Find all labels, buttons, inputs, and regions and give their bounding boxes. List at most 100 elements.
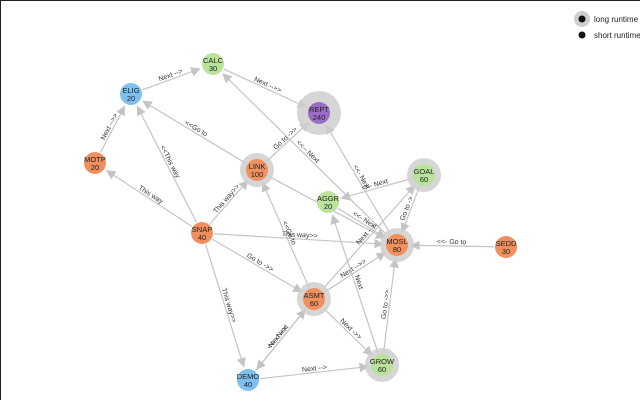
legend-short-runtime-dot [578, 31, 586, 39]
node-value: 100 [251, 170, 264, 179]
node-value: 30 [502, 247, 510, 256]
edge-line [136, 105, 198, 223]
edge-line [322, 306, 373, 356]
node-value: 60 [310, 299, 318, 308]
edge-line [105, 170, 193, 227]
node-name: ELIG [122, 86, 139, 95]
node-circle [495, 236, 517, 258]
edge-label: Go to ->> [381, 289, 392, 319]
edge-demo-grow: Next --> [259, 362, 370, 380]
edge-label: <<-- Next [295, 139, 321, 164]
node-circle [246, 159, 268, 181]
edge-label: Next -->> [253, 76, 282, 95]
edge-asmt-grow: Next ->> [322, 306, 373, 356]
edge-line [259, 362, 370, 380]
edge-snap-mosl: This way>> [213, 231, 384, 249]
edge-line [222, 73, 389, 238]
edge-sedd-mosl: <<- Go to [410, 239, 495, 251]
node-circle [191, 222, 213, 244]
edge-line [400, 185, 421, 233]
node-value: 40 [244, 380, 252, 389]
node-value: 20 [324, 202, 332, 211]
node-value: 20 [91, 163, 99, 172]
edge-goal-mosl: Go to -> [399, 185, 421, 233]
edge-line [205, 244, 246, 368]
edge-line [100, 105, 126, 153]
node-circle [303, 288, 325, 310]
node-name: GOAL [414, 167, 435, 176]
edge-label: Next ->> [338, 318, 362, 342]
edge-line [382, 257, 399, 354]
edge-label: <<Go to [183, 119, 208, 138]
node-circle [386, 234, 408, 256]
node-name: MOTP [84, 155, 106, 164]
node-circle [84, 152, 106, 174]
legend-long-runtime-label: long runtime [594, 15, 639, 24]
edge-line [325, 124, 392, 235]
edge-calc-rept: Next -->> [223, 68, 308, 108]
edge-line [337, 207, 386, 239]
node-name: SNAP [192, 225, 212, 234]
edge-line [410, 240, 495, 251]
edge-label: Next --> [158, 68, 184, 83]
node-circle [371, 354, 393, 376]
edge-link-elig: <<Go to [142, 100, 248, 165]
node-value: 60 [378, 365, 386, 374]
edge-snap-motp: This way [105, 170, 193, 227]
edge-label: This way>> [212, 183, 241, 215]
node-value: 20 [127, 94, 135, 103]
edge-line [330, 214, 379, 354]
edge-label: Go to ->> [245, 252, 274, 273]
node-circle [413, 164, 435, 186]
edge-demo-asmt: Next --> [255, 309, 306, 372]
edge-line [142, 100, 248, 165]
edge-snap-asmt: Go to ->> [212, 238, 303, 293]
edge-line [261, 181, 310, 289]
node-name: SEDD [496, 239, 517, 248]
node-name: MOSL [386, 237, 407, 246]
node-value: 80 [393, 245, 401, 254]
edge-line [255, 309, 306, 372]
edge-elig-calc: Next --> [142, 67, 201, 91]
edge-snap-demo: This way>> [205, 244, 246, 368]
edge-line [340, 177, 413, 201]
node-circle [308, 102, 330, 124]
edge-asmt-mosl: Next -->> [323, 252, 387, 293]
node-name: REPT [309, 105, 329, 114]
edge-label: Next -->> [100, 112, 120, 141]
edges-layer: Next -->Next -->>Next -->><<This wayThis… [100, 67, 495, 380]
edge-grow-aggr: Next [330, 214, 379, 354]
legend-short-runtime-label: short runtime [594, 31, 640, 40]
edge-line [223, 68, 308, 108]
node-circle [202, 53, 224, 75]
edge-goal-aggr: <<- Next [340, 177, 413, 201]
edge-label: Next [353, 274, 364, 290]
node-name: CALC [203, 56, 224, 65]
edge-snap-link: This way>> [209, 179, 249, 225]
edge-line [323, 252, 387, 293]
node-value: 40 [198, 233, 206, 242]
node-name: LINK [249, 162, 266, 171]
legend-long-runtime-dot [578, 15, 586, 23]
node-circle [120, 83, 142, 105]
node-name: ASMT [304, 291, 325, 300]
node-value: 30 [209, 64, 217, 73]
edge-label: Next --> [302, 364, 328, 374]
edge-label: Next --> [268, 325, 289, 349]
edge-label: This way>> [282, 231, 318, 240]
